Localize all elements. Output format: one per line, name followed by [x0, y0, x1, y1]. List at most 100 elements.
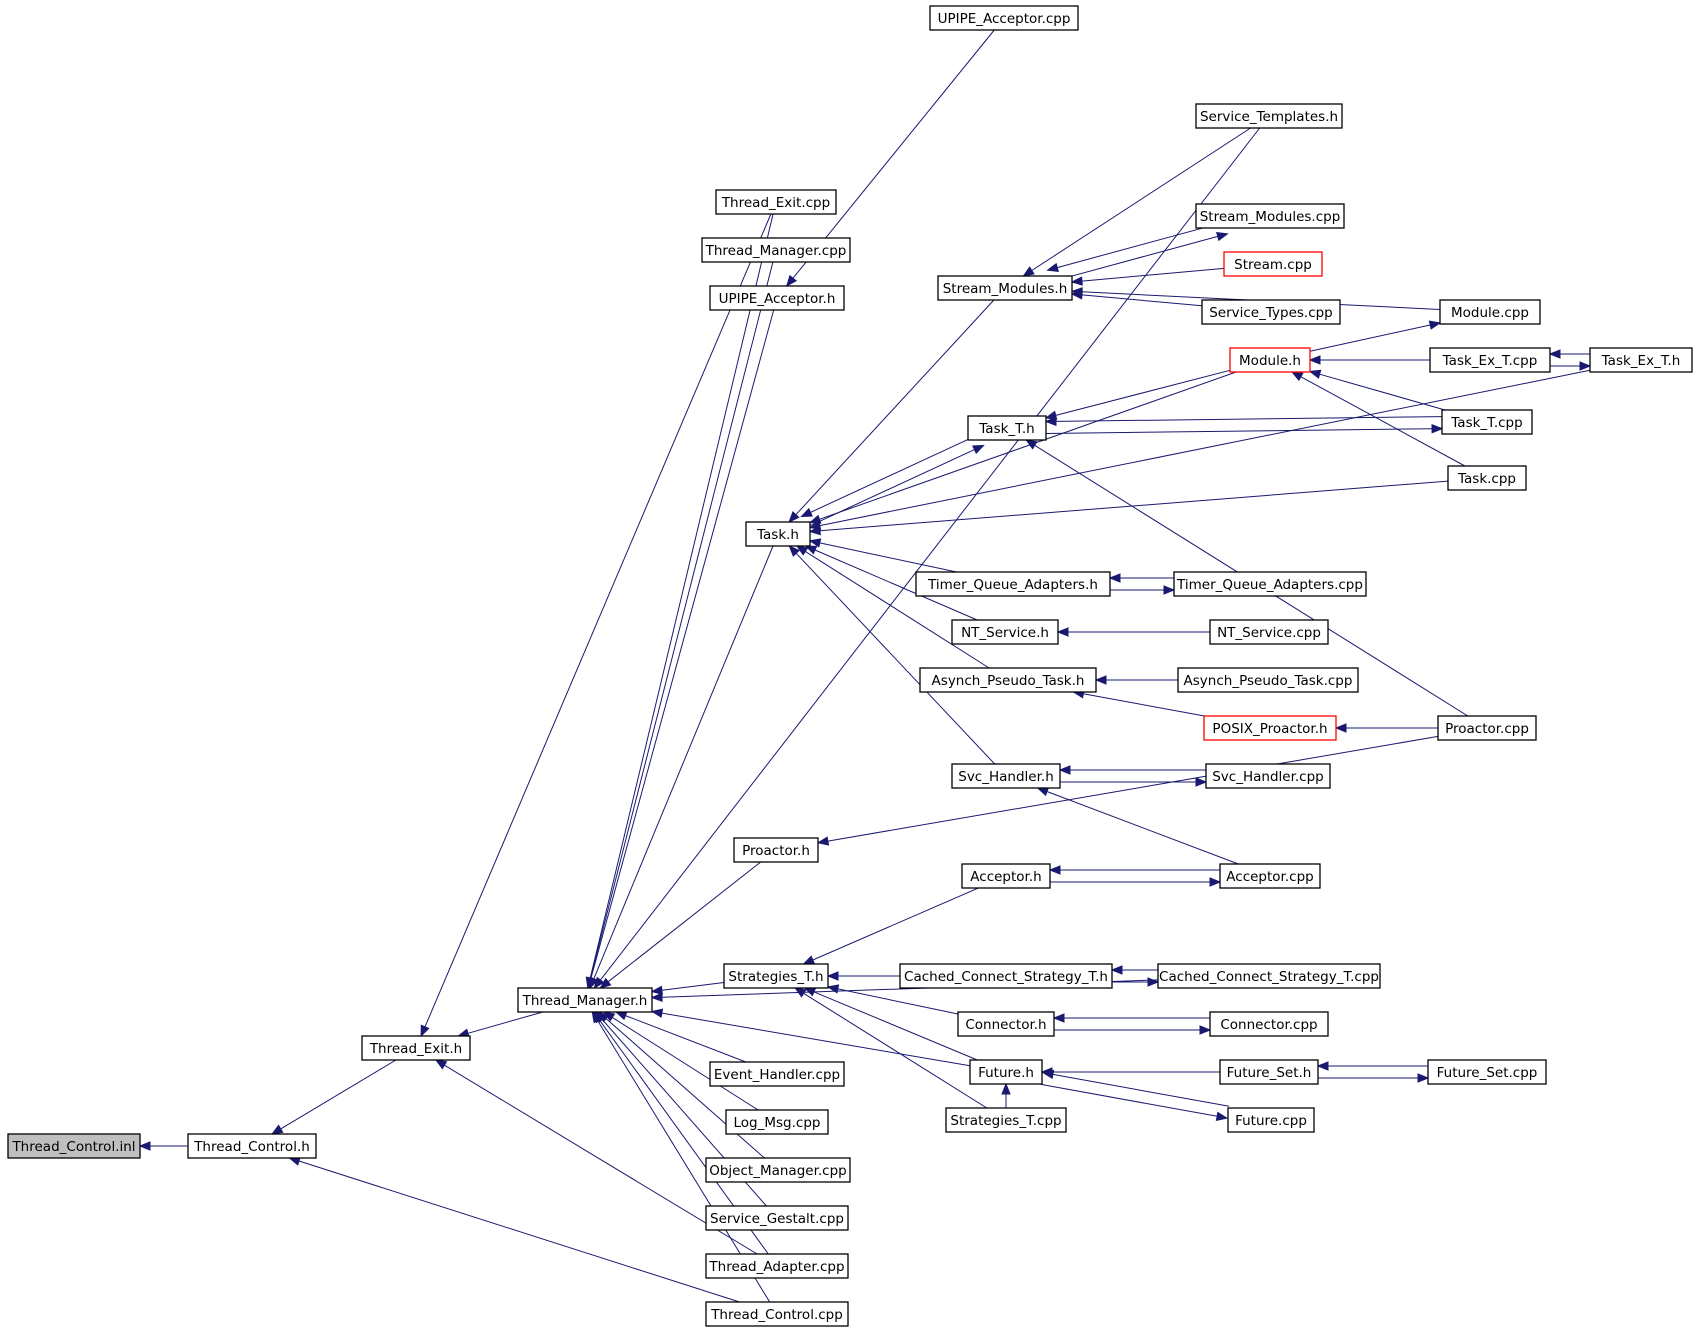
node-label: Connector.cpp [1220, 1017, 1317, 1033]
node-proactor-h[interactable]: Proactor.h [733, 837, 819, 863]
edge-module_h-to-module_cpp [1309, 320, 1442, 352]
edge-proactor_h-to-thread_manager_h [599, 861, 762, 989]
arrowhead-icon [650, 1008, 664, 1018]
arrowhead-icon [808, 525, 821, 536]
node-nt-service-cpp[interactable]: NT_Service.cpp [1209, 619, 1329, 645]
node-thread-manager-cpp[interactable]: Thread_Manager.cpp [701, 237, 851, 263]
edge-svc_handler_h-to-svc_handler_cpp [1060, 777, 1208, 787]
node-connector-cpp[interactable]: Connector.cpp [1209, 1011, 1329, 1037]
edge-strategies_t_h-to-thread_manager_h [650, 982, 725, 995]
node-stream-modules-cpp[interactable]: Stream_Modules.cpp [1195, 203, 1345, 229]
edge-line [813, 991, 978, 1061]
node-timer-queue-adapters-h[interactable]: Timer_Queue_Adapters.h [915, 571, 1111, 597]
node-box [361, 1035, 471, 1061]
node-stream-cpp[interactable]: Stream.cpp [1223, 251, 1323, 277]
node-module-h[interactable]: Module.h [1229, 347, 1311, 373]
node-strategies-t-cpp[interactable]: Strategies_T.cpp [945, 1107, 1067, 1133]
node-thread-exit-h[interactable]: Thread_Exit.h [361, 1035, 471, 1061]
node-label: Thread_Exit.cpp [721, 195, 830, 211]
node-log-msg-cpp[interactable]: Log_Msg.cpp [725, 1109, 829, 1135]
node-future-cpp[interactable]: Future.cpp [1227, 1107, 1315, 1133]
node-box [745, 521, 811, 547]
edge-proactor_cpp-to-posix_proactor_h [1334, 723, 1438, 733]
node-label: Proactor.h [742, 843, 810, 859]
node-task-t-cpp[interactable]: Task_T.cpp [1441, 409, 1533, 435]
edge-acceptor_cpp-to-acceptor_h [1048, 865, 1220, 875]
node-box [1177, 667, 1359, 693]
arrowhead-icon [599, 977, 612, 989]
arrowhead-icon [1195, 777, 1208, 787]
node-service-templates-h[interactable]: Service_Templates.h [1195, 103, 1343, 129]
node-thread-adapter-cpp[interactable]: Thread_Adapter.cpp [705, 1253, 849, 1279]
node-cached-connect-strategy-t-h[interactable]: Cached_Connect_Strategy_T.h [899, 963, 1113, 989]
node-module-cpp[interactable]: Module.cpp [1439, 299, 1541, 325]
arrowhead-icon [589, 976, 599, 990]
node-thread-control-h[interactable]: Thread_Control.h [187, 1133, 317, 1159]
node-stream-modules-h[interactable]: Stream_Modules.h [937, 275, 1073, 301]
node-acceptor-cpp[interactable]: Acceptor.cpp [1219, 863, 1321, 889]
edge-line [819, 542, 957, 573]
node-task-h[interactable]: Task.h [745, 521, 811, 547]
node-thread-exit-cpp[interactable]: Thread_Exit.cpp [715, 189, 837, 215]
node-box [967, 415, 1047, 441]
node-box [951, 619, 1059, 645]
node-nt-service-h[interactable]: NT_Service.h [951, 619, 1059, 645]
edge-svc_handler_cpp-to-svc_handler_h [1058, 765, 1206, 775]
node-acceptor-h[interactable]: Acceptor.h [961, 863, 1051, 889]
node-event-handler-cpp[interactable]: Event_Handler.cpp [709, 1061, 845, 1087]
edge-task_h-to-task_t_h [806, 444, 985, 528]
node-connector-h[interactable]: Connector.h [957, 1011, 1055, 1037]
node-box [1219, 863, 1321, 889]
edge-service_types_cpp-to-stream_modules_h [1070, 290, 1203, 307]
node-box [915, 571, 1111, 597]
node-service-types-cpp[interactable]: Service_Types.cpp [1201, 299, 1341, 325]
node-posix-proactor-h[interactable]: POSIX_Proactor.h [1203, 715, 1337, 741]
node-svc-handler-h[interactable]: Svc_Handler.h [951, 763, 1061, 789]
arrowhead-icon [650, 992, 663, 1003]
edge-cached_connect_strategy_t_cpp-to-cached_connect_strategy_t_h [1110, 965, 1158, 975]
node-thread-control-cpp[interactable]: Thread_Control.cpp [705, 1301, 849, 1327]
node-svc-handler-cpp[interactable]: Svc_Handler.cpp [1205, 763, 1331, 789]
node-task-cpp[interactable]: Task.cpp [1447, 465, 1527, 491]
node-upipe-acceptor-cpp[interactable]: UPIPE_Acceptor.cpp [929, 5, 1079, 31]
node-thread-manager-h[interactable]: Thread_Manager.h [517, 987, 653, 1013]
node-task-ex-t-cpp[interactable]: Task_Ex_T.cpp [1429, 347, 1551, 373]
node-proactor-cpp[interactable]: Proactor.cpp [1437, 715, 1537, 741]
arrowhead-icon [826, 984, 840, 994]
node-asynch-pseudo-task-h[interactable]: Asynch_Pseudo_Task.h [919, 667, 1097, 693]
node-upipe-acceptor-h[interactable]: UPIPE_Acceptor.h [709, 285, 845, 311]
edge-cached_connect_strategy_t_h-to-cached_connect_strategy_t_cpp [1112, 977, 1160, 987]
node-task-t-h[interactable]: Task_T.h [967, 415, 1047, 441]
node-future-h[interactable]: Future.h [969, 1059, 1043, 1085]
node-future-set-cpp[interactable]: Future_Set.cpp [1427, 1059, 1547, 1085]
node-box [517, 987, 653, 1013]
arrowhead-icon [1163, 585, 1176, 595]
arrowhead-icon [816, 836, 830, 846]
node-box [705, 1205, 849, 1231]
node-label: NT_Service.cpp [1217, 625, 1321, 641]
node-future-set-h[interactable]: Future_Set.h [1219, 1059, 1319, 1085]
edge-service_templates_h-to-thread_manager_h [593, 127, 1261, 990]
node-task-ex-t-h[interactable]: Task_Ex_T.h [1589, 347, 1693, 373]
edge-thread_adapter_cpp-to-thread_exit_h [434, 1059, 758, 1255]
node-thread-control-inl[interactable]: Thread_Control.inl [7, 1133, 141, 1159]
node-box [1447, 465, 1527, 491]
edge-acceptor_h-to-acceptor_cpp [1050, 877, 1222, 887]
arrowhead-icon [1308, 369, 1322, 379]
edge-task_ex_t_h-to-task_ex_t_cpp [1548, 349, 1590, 359]
node-strategies-t-h[interactable]: Strategies_T.h [723, 963, 829, 989]
edge-connector_h-to-connector_cpp [1054, 1025, 1212, 1035]
node-label: Module.cpp [1451, 305, 1529, 321]
node-label: Module.h [1239, 353, 1301, 369]
arrowhead-icon [1094, 675, 1107, 685]
edge-line [1046, 791, 1239, 865]
node-timer-queue-adapters-cpp[interactable]: Timer_Queue_Adapters.cpp [1173, 571, 1367, 597]
node-label: Event_Handler.cpp [714, 1067, 840, 1083]
arrowhead-icon [1579, 361, 1592, 371]
node-box [705, 1253, 849, 1279]
node-asynch-pseudo-task-cpp[interactable]: Asynch_Pseudo_Task.cpp [1177, 667, 1359, 693]
node-cached-connect-strategy-t-cpp[interactable]: Cached_Connect_Strategy_T.cpp [1157, 963, 1381, 989]
node-service-gestalt-cpp[interactable]: Service_Gestalt.cpp [705, 1205, 849, 1231]
node-box [1441, 409, 1533, 435]
node-object-manager-cpp[interactable]: Object_Manager.cpp [705, 1157, 851, 1183]
